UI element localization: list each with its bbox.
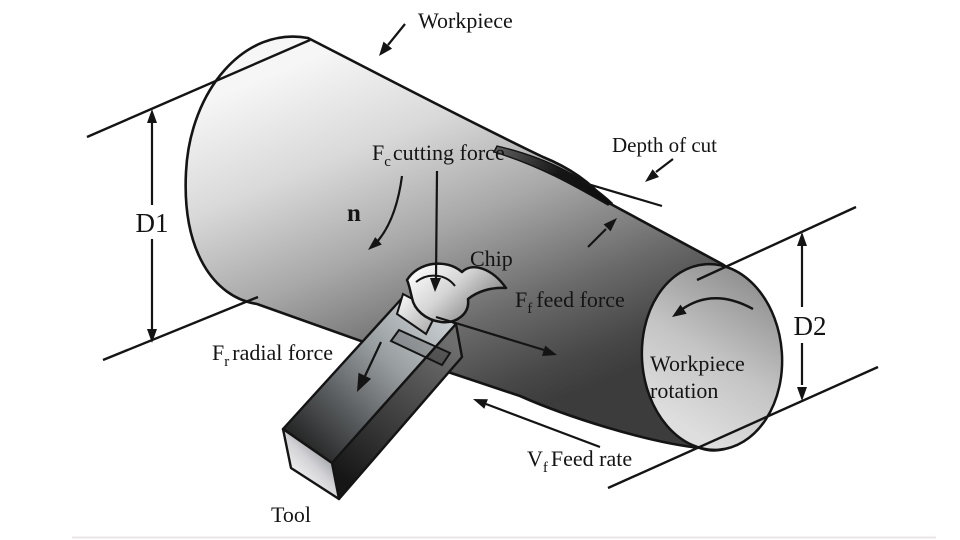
d1-label: D1 [136,208,169,238]
shoulder-step-face [493,145,614,206]
d2-arrowhead-down [797,387,807,401]
feed-force-arrowhead [542,345,557,356]
cutting-force-symbol: F [372,140,384,165]
radial-force-subscript: r [224,354,229,370]
d1-dimension: D1 [86,38,311,362]
workpiece-rotation-label-line1: Workpiece [650,351,745,376]
depth-of-cut-annotation: Depth of cut [587,133,717,248]
d2-dimension: D2 [607,205,879,490]
workpiece-rotation-arrowhead [672,304,687,317]
cutting-force-text: cutting force [393,140,505,165]
workpiece-annotation: Workpiece [379,8,513,56]
d1-extension-line-top [86,38,311,139]
feed-rate-symbol: V [527,446,543,471]
cutting-force-arrow-line [434,170,439,280]
feed-rate-arrow-line [485,402,601,449]
spindle-speed-label: n [347,200,361,227]
radial-force-arrowhead [357,372,372,392]
cutting-force-subscript: c [384,154,391,170]
spindle-speed-arc [375,175,404,244]
d2-label-bg [786,307,834,343]
workpiece-rotation-arc [680,297,754,311]
workpiece-rotation-annotation: Workpiece rotation [650,297,754,403]
tool-insert-step [389,328,452,367]
depth-of-cut-up-arrowhead [603,218,617,232]
depth-reference-line [553,172,663,208]
radial-force-text: radial force [232,340,333,365]
d1-label-bg [129,205,175,239]
tool-end-face [281,427,341,501]
feed-rate-arrowhead [473,399,488,409]
d1-extension-line-bottom [102,295,259,362]
cutting-force-label: Fccutting force [372,140,505,170]
depth-of-cut-up-arrow-line [587,228,607,248]
d1-arrowhead-down [147,329,157,343]
depth-of-cut-leader-line [655,158,674,173]
feed-force-subscript: f [527,301,532,317]
depth-of-cut-leader-arrowhead [645,169,659,182]
spindle-speed-arrowhead [368,237,382,250]
workpiece-label: Workpiece [418,8,513,33]
cutting-force-arrowhead [430,278,441,292]
feed-rate-subscript: f [543,460,548,476]
workpiece-leader-arrowhead [379,41,393,56]
chip-label: Chip [470,246,513,271]
depth-of-cut-label: Depth of cut [612,133,717,157]
tool-label: Tool [271,502,311,527]
cutting-force-annotation: Fccutting force [372,140,505,292]
feed-force-text: feed force [536,287,625,312]
spindle-speed-annotation: n [347,175,404,250]
d1-arrowhead-up [147,109,157,123]
d2-extension-line-top [696,205,857,282]
workpiece-rotation-label-line2: rotation [650,378,718,403]
feed-rate-text: Feed rate [551,446,632,471]
workpiece-leader-line [387,23,406,46]
d2-extension-line-bottom [607,365,879,490]
d2-arrowhead-up [797,232,807,246]
radial-force-arrow-line [364,341,382,377]
d2-label: D2 [794,311,827,341]
bottom-edge-artifact [72,536,936,539]
radial-force-symbol: F [212,340,224,365]
feed-force-arrow-line [435,315,545,352]
feed-force-symbol: F [515,287,527,312]
